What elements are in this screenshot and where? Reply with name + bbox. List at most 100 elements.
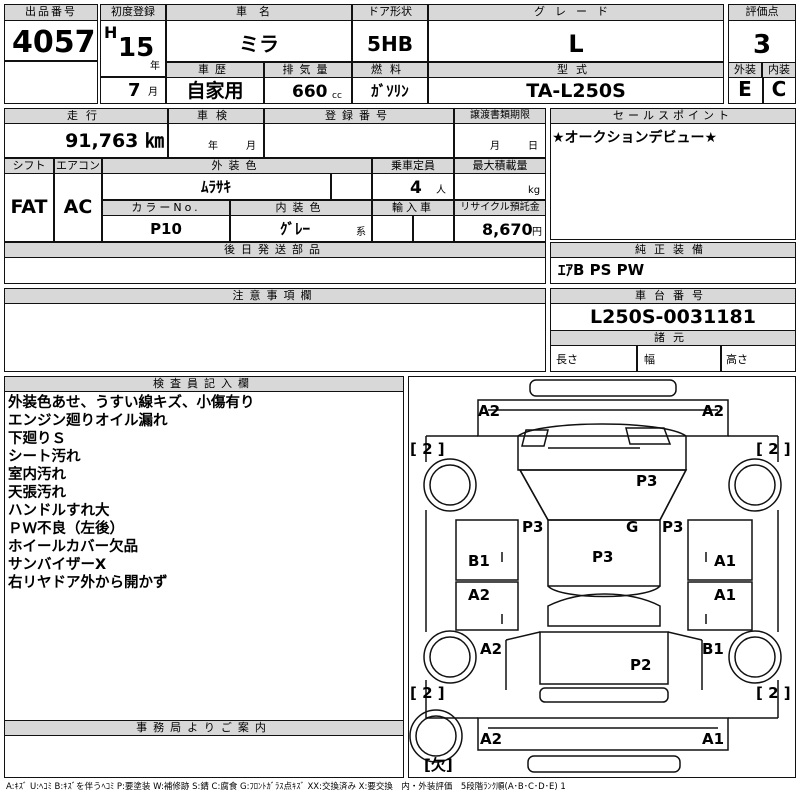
- divider: [636, 346, 638, 372]
- mileage: 91,763 ㎞: [65, 130, 164, 152]
- color-number: P10: [150, 220, 182, 238]
- mark-front-right-door: A1: [714, 552, 736, 570]
- sales-point-header: セールスポイント: [550, 108, 796, 124]
- note-line: ホイールカバー欠品: [8, 539, 139, 555]
- mark-front-left-door: B1: [468, 552, 490, 570]
- divider: [762, 78, 764, 104]
- mark-front-left: A2: [478, 402, 500, 420]
- inspection-year-unit: 年: [208, 141, 218, 152]
- divider: [4, 60, 98, 62]
- fuel: ｶﾞｿﾘﾝ: [371, 82, 409, 100]
- divider: [412, 216, 414, 242]
- ac: AC: [63, 196, 93, 218]
- mark-rear-left-door: A2: [468, 586, 490, 604]
- note-line: エンジン廻りオイル漏れ: [8, 413, 168, 429]
- first-registration-header: 初度登録: [100, 4, 166, 21]
- mileage-header: 走行: [4, 108, 168, 124]
- note-line: サンバイザーX: [8, 557, 107, 573]
- note-line: シート汚れ: [8, 449, 81, 465]
- fuel-header: 燃料: [352, 62, 428, 78]
- month-unit: 月: [148, 87, 158, 98]
- registration-number-header: 登録番号: [264, 108, 454, 124]
- mark-roof: P3: [592, 548, 613, 566]
- interior-header: 内装: [762, 62, 796, 78]
- inspection-header: 車検: [168, 108, 264, 124]
- mark-hatch: P2: [630, 656, 651, 674]
- interior-color: ｸﾞﾚｰ: [279, 220, 310, 238]
- recycle-header: リサイクル預託金: [454, 200, 546, 216]
- note-line: 室内汚れ: [8, 467, 66, 483]
- shift: FAT: [10, 196, 48, 218]
- divider: [330, 174, 332, 200]
- capacity: 4: [410, 178, 422, 198]
- mark-rear-right: A1: [702, 730, 724, 748]
- width-label: 幅: [644, 353, 655, 366]
- car-name: ミラ: [239, 32, 279, 56]
- office-header: 事務局よりご案内: [4, 720, 404, 736]
- transfer-day-unit: 日: [528, 141, 538, 152]
- lot-number: 4057: [12, 25, 96, 60]
- inspector-cell: [4, 376, 404, 778]
- era-letter: H: [104, 23, 118, 42]
- grade-header: グレード: [428, 4, 724, 21]
- mark-rear-left: A2: [480, 730, 502, 748]
- interior-grade: C: [771, 77, 787, 101]
- later-parts-header: 後日発送部品: [4, 242, 546, 258]
- mark-tire-fr: [ 2 ]: [756, 440, 791, 458]
- length-label: 長さ: [556, 353, 578, 366]
- note-line: 天張汚れ: [8, 485, 66, 501]
- legend: A:ｷｽﾞ U:ﾍｺﾐ B:ｷｽﾞを伴うﾍｺﾐ P:要塗装 W:補修跡 S:錆 …: [6, 782, 566, 792]
- capacity-header: 乗車定員: [372, 158, 454, 174]
- transfer-month-unit: 月: [490, 141, 500, 152]
- mark-hood: P3: [636, 472, 657, 490]
- score: 3: [752, 30, 772, 60]
- mark-rear-right-door: A1: [714, 586, 736, 604]
- inspection-month-unit: 月: [246, 141, 256, 152]
- model-header: 型式: [428, 62, 724, 78]
- displacement: 660: [292, 82, 328, 102]
- note-line: 下廻りＳ: [8, 431, 66, 447]
- note-line: 外装色あせ、うすい線キズ、小傷有り: [8, 395, 255, 411]
- mark-rear-left-quarter: A2: [480, 640, 502, 658]
- car-damage-diagram: A2 A2 [ 2 ] [ 2 ] P3 P3 G P3 P3 B1 A1 A2…: [409, 379, 791, 774]
- registration-month: 7: [128, 80, 141, 101]
- mark-tire-fl: [ 2 ]: [410, 440, 445, 458]
- note-line: ハンドルすれ大: [8, 503, 110, 519]
- divider: [720, 346, 722, 372]
- model: TA-L250S: [526, 80, 626, 102]
- note-line: ＰＷ不良（左後）: [8, 521, 124, 537]
- height-label: 高さ: [726, 353, 748, 366]
- color-header: 外装色: [102, 158, 372, 174]
- mark-pillar-right: P3: [662, 518, 683, 536]
- load-unit: kg: [528, 185, 541, 196]
- chassis-header: 車台番号: [550, 288, 796, 304]
- shift-header: シフト: [4, 158, 54, 174]
- exterior-grade: E: [738, 77, 752, 101]
- transfer-deadline-header: 譲渡書類期限: [454, 108, 546, 124]
- mark-spare-tire: [欠]: [424, 756, 453, 774]
- displacement-header: 排気量: [264, 62, 352, 78]
- score-header: 評価点: [728, 4, 796, 21]
- registration-year: 15: [118, 33, 155, 63]
- inspector-notes: 外装色あせ、うすい線キズ、小傷有り エンジン廻りオイル漏れ 下廻りＳ シート汚れ…: [8, 394, 255, 592]
- mark-pillar-left: P3: [522, 518, 543, 536]
- door-type: 5HB: [367, 32, 413, 56]
- note-line: 右リヤドア外から開かず: [8, 575, 168, 591]
- load-header: 最大積載量: [454, 158, 546, 174]
- exterior-color: ﾑﾗｻｷ: [200, 178, 231, 196]
- car-name-header: 車名: [166, 4, 352, 21]
- year-unit: 年: [150, 61, 160, 72]
- grade: L: [568, 30, 584, 58]
- mark-rear-right-quarter: B1: [702, 640, 724, 658]
- color-number-header: カラーNo.: [102, 200, 230, 216]
- sales-point: ★オークションデビュー★: [552, 130, 718, 146]
- dimensions-header: 諸元: [550, 330, 796, 346]
- mark-tire-rr: [ 2 ]: [756, 684, 791, 702]
- mark-tire-rl: [ 2 ]: [410, 684, 445, 702]
- equipment-header: 純正装備: [550, 242, 796, 258]
- interior-color-unit: 系: [356, 227, 366, 238]
- divider: [100, 76, 166, 78]
- inspector-header: 検査員記入欄: [4, 376, 404, 392]
- history: 自家用: [186, 80, 244, 102]
- chassis-number: L250S-0031181: [590, 306, 756, 328]
